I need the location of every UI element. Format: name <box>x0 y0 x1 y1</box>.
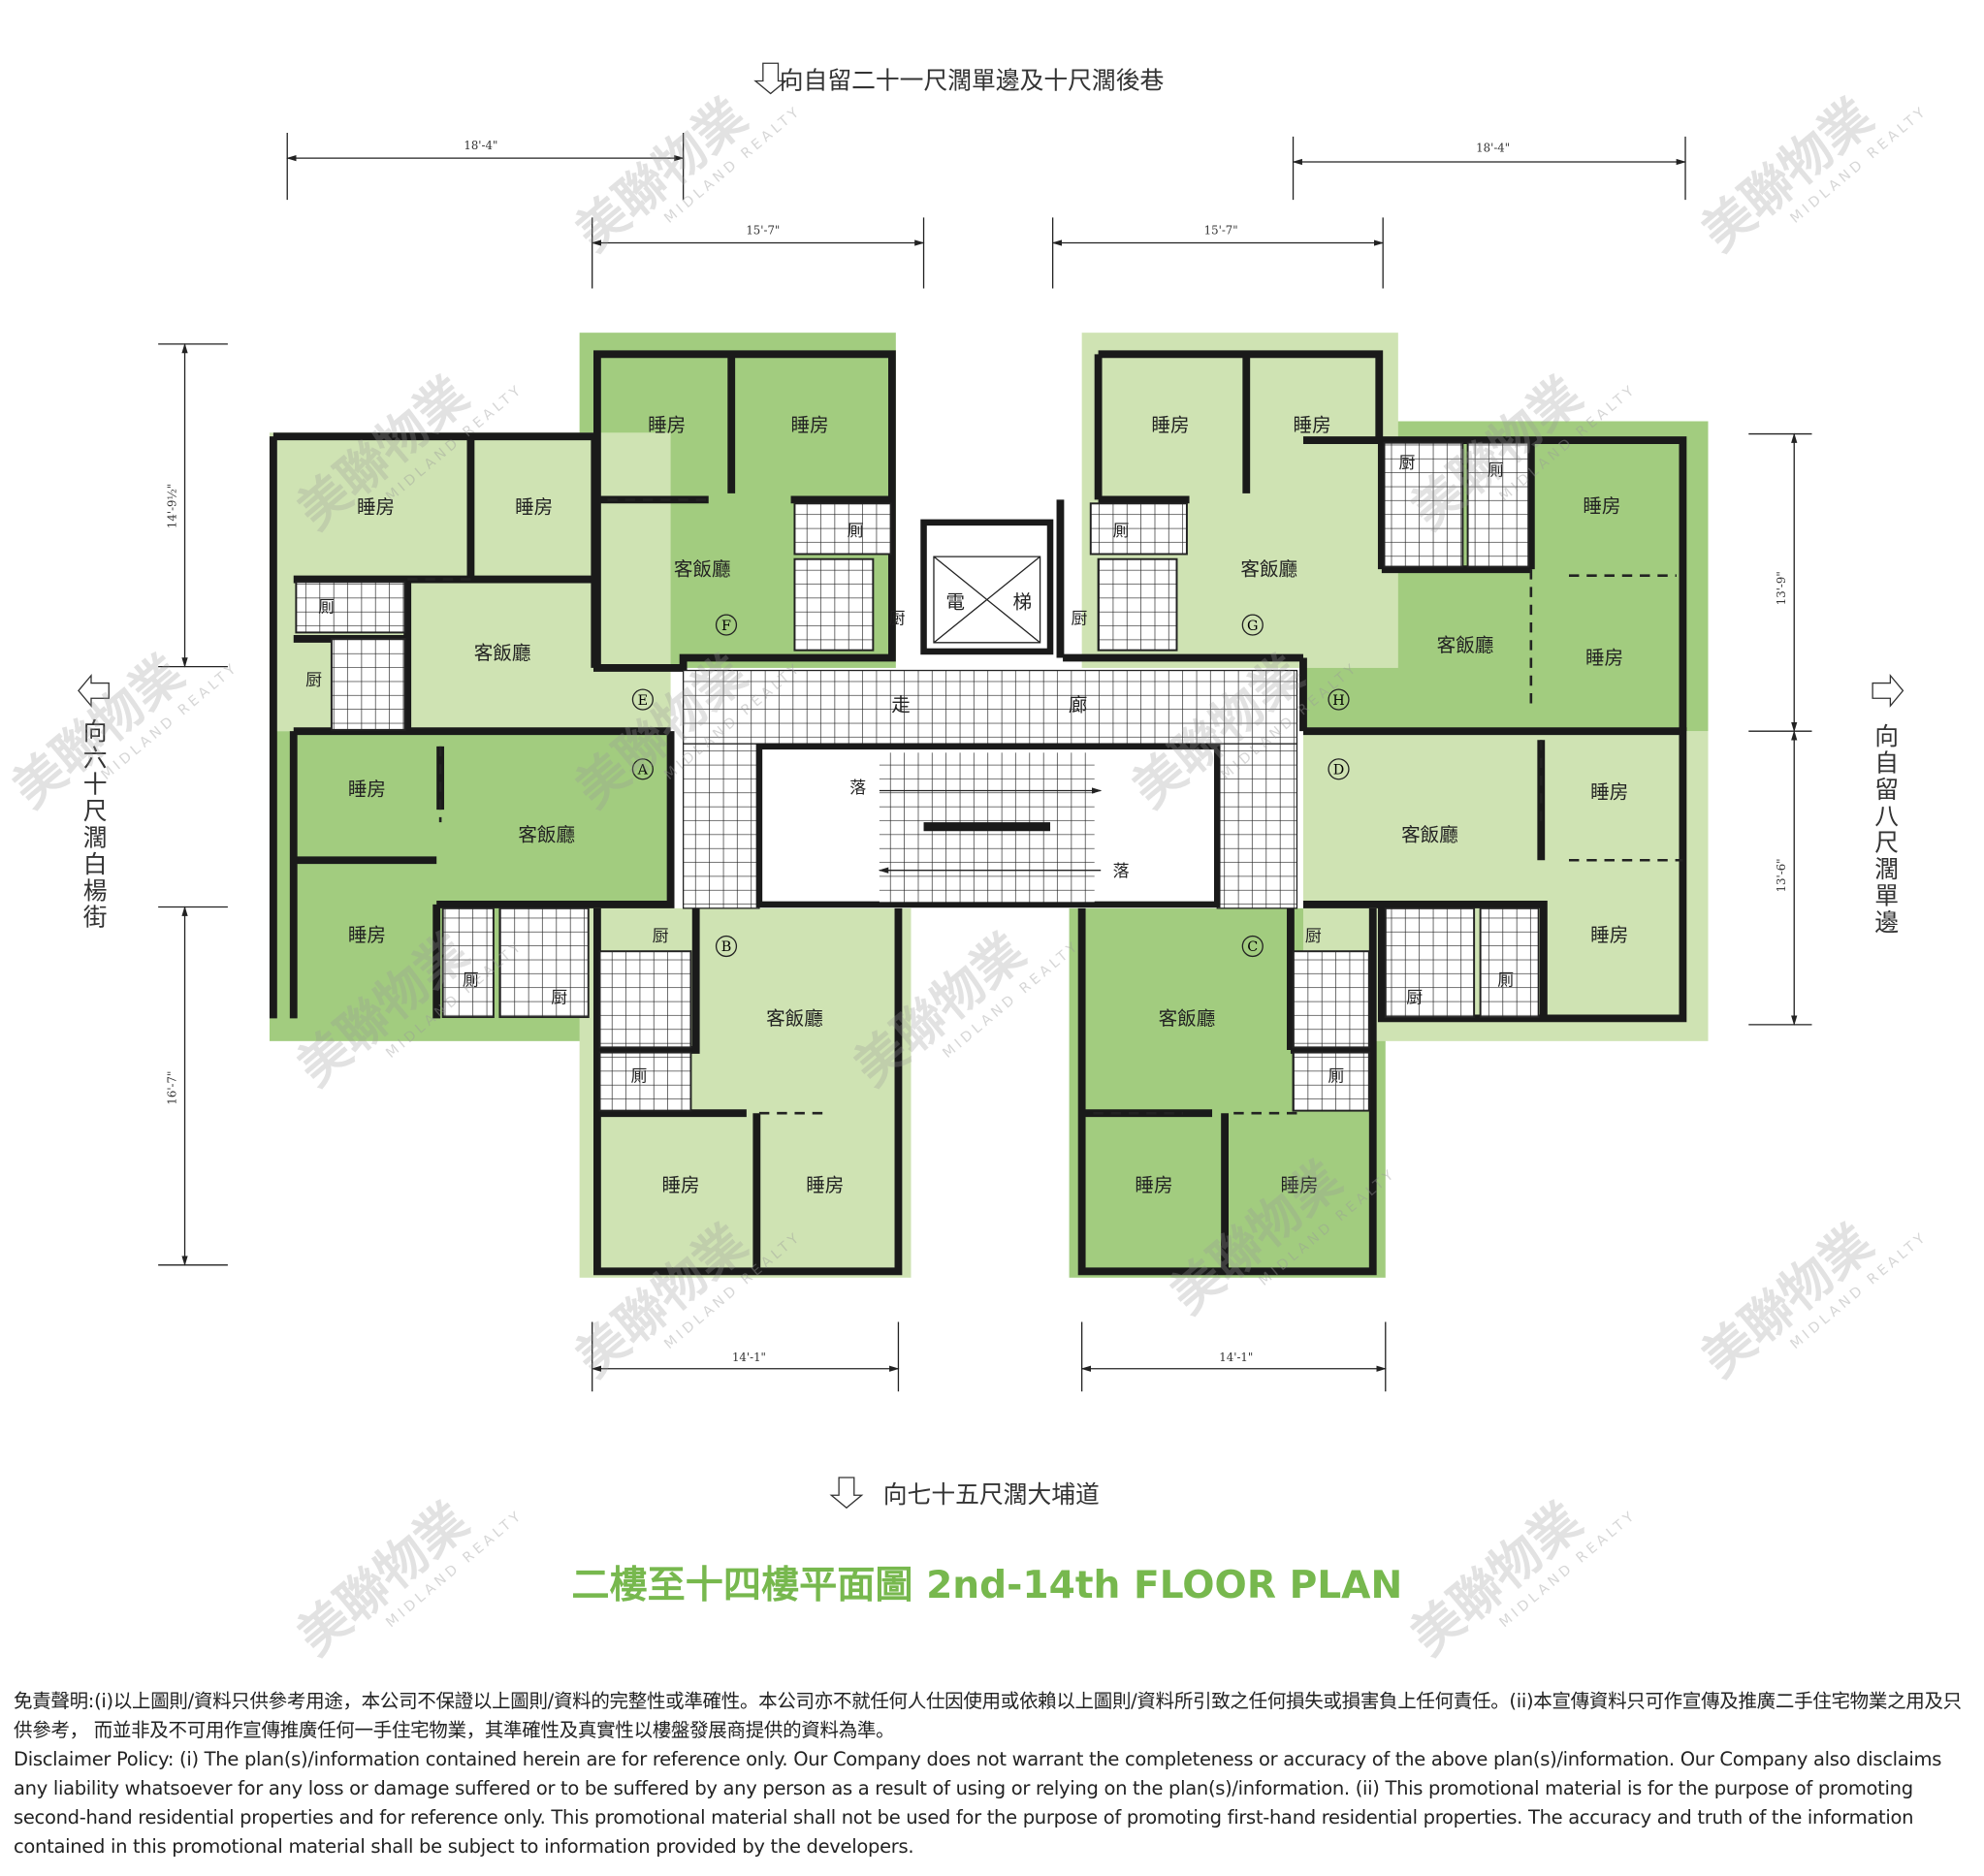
bedroom-label: 睡房 <box>1590 780 1628 803</box>
bedroom-label: 睡房 <box>661 1174 699 1196</box>
living-label: 客飯廳 <box>1240 558 1297 581</box>
dimension-lines: 18'-4" 15'-7" 15'-7" 18'-4" 14'-1" 14'-1… <box>158 133 1812 1392</box>
lift-shaft <box>920 519 1054 655</box>
walls <box>269 350 1687 1276</box>
unit-marker-e: E <box>638 693 648 709</box>
kitchen-label: 厨 <box>305 670 322 689</box>
direction-left: 向六十尺濶白楊街 <box>80 718 108 931</box>
corridor-label: 走 <box>891 693 911 715</box>
toilet-label: 厠 <box>1488 461 1504 480</box>
unit-marker-h: H <box>1332 693 1345 709</box>
page-title: 二樓至十四樓平面圖 2nd-14th FLOOR PLAN <box>571 1564 1402 1607</box>
toilet-label: 厠 <box>318 597 335 617</box>
toilet-label: 厠 <box>848 521 864 540</box>
bedroom-label: 睡房 <box>1590 924 1628 946</box>
dimension-label: 14'-9½" <box>165 484 178 528</box>
toilet-label: 厠 <box>630 1066 647 1086</box>
bedroom-label: 睡房 <box>1294 414 1331 436</box>
bedroom-label: 睡房 <box>357 496 395 519</box>
unit-marker-b: B <box>721 939 732 955</box>
toilet-label: 厠 <box>1328 1066 1344 1086</box>
dimension-label: 14'-1" <box>732 1351 766 1364</box>
kitchen-label: 厨 <box>1305 926 1322 945</box>
bedroom-label: 睡房 <box>1281 1174 1319 1196</box>
dimension-label: 15'-7" <box>746 223 780 237</box>
kitchen-label: 厨 <box>1072 608 1088 627</box>
kitchen-label: 厨 <box>1398 453 1415 472</box>
corridor <box>682 669 1298 909</box>
dimension-label: 15'-7" <box>1204 223 1238 237</box>
disclaimer-english: Disclaimer Policy: (i) The plan(s)/infor… <box>14 1748 1942 1858</box>
wet-areas <box>295 441 1540 1112</box>
bedroom-label: 睡房 <box>348 924 386 946</box>
toilet-label: 厠 <box>463 970 479 989</box>
living-label: 客飯廳 <box>518 824 575 846</box>
unit-marker-f: F <box>721 619 731 634</box>
dashed-lines <box>407 498 1683 1115</box>
corridor-label: 廊 <box>1069 693 1088 715</box>
unit-marker-d: D <box>1333 763 1345 779</box>
bedroom-label: 睡房 <box>791 414 829 436</box>
unit-marker-c: C <box>1247 939 1258 955</box>
arrow-right-icon <box>1872 673 1904 708</box>
toilet-label: 厠 <box>1113 521 1130 540</box>
bedroom-label: 睡房 <box>648 414 686 436</box>
stair-down-label: 落 <box>849 778 866 797</box>
unit-marker-g: G <box>1247 619 1258 634</box>
dimension-label: 14'-1" <box>1219 1351 1253 1364</box>
bedroom-label: 睡房 <box>1585 647 1623 669</box>
dimension-label: 13'-6" <box>1775 858 1788 892</box>
arrow-down-icon <box>829 1477 864 1510</box>
kitchen-label: 厨 <box>1406 988 1423 1007</box>
dimension-label: 18'-4" <box>1476 142 1510 155</box>
direction-right: 向自留八尺濶單邊 <box>1872 723 1900 936</box>
living-label: 客飯廳 <box>1437 634 1494 656</box>
arrow-down-icon <box>753 62 788 95</box>
bedroom-label: 睡房 <box>1583 494 1620 517</box>
living-label: 客飯廳 <box>1159 1007 1216 1030</box>
living-label: 客飯廳 <box>674 558 731 581</box>
direction-bottom: 向七十五尺濶大埔道 <box>883 1480 1100 1509</box>
lift-label: 梯 <box>1013 591 1033 614</box>
toilet-label: 厠 <box>1497 970 1514 989</box>
lift-label: 電 <box>945 591 965 614</box>
direction-labels: 向自留二十一尺濶單邊及十尺濶後巷 向七十五尺濶大埔道 向六十尺濶白楊街 向自留八… <box>78 62 1904 1510</box>
stair-down-label: 落 <box>1113 861 1130 880</box>
kitchen-label: 厨 <box>889 608 906 627</box>
kitchen-label: 厨 <box>653 926 669 945</box>
arrow-left-icon <box>78 673 110 708</box>
living-label: 客飯廳 <box>1401 824 1458 846</box>
dimension-label: 18'-4" <box>464 139 497 152</box>
bedroom-label: 睡房 <box>1151 414 1189 436</box>
living-label: 客飯廳 <box>766 1007 823 1030</box>
disclaimer: 免責聲明:(i)以上圖則/資料只供參考用途，本公司不保證以上圖則/資料的完整性或… <box>14 1687 1977 1861</box>
room-labels: 睡房 睡房 客飯廳 厠 厨 睡房 睡房 客飯廳 厠 厨 睡房 睡房 客飯廳 厠 … <box>305 414 1628 1196</box>
bedroom-label: 睡房 <box>515 496 553 519</box>
direction-top: 向自留二十一尺濶單邊及十尺濶後巷 <box>780 66 1165 94</box>
dimension-label: 16'-7" <box>165 1071 178 1105</box>
dimension-label: 13'-9" <box>1775 571 1788 605</box>
bedroom-label: 睡房 <box>806 1174 844 1196</box>
bedroom-label: 睡房 <box>1135 1174 1172 1196</box>
unit-marker-a: A <box>637 763 649 779</box>
disclaimer-chinese: 免責聲明:(i)以上圖則/資料只供參考用途，本公司不保證以上圖則/資料的完整性或… <box>14 1690 1962 1741</box>
kitchen-label: 厨 <box>551 988 567 1007</box>
living-label: 客飯廳 <box>474 642 531 664</box>
bedroom-label: 睡房 <box>348 779 386 801</box>
unit-markers: A B C D E F G H <box>631 614 1350 958</box>
